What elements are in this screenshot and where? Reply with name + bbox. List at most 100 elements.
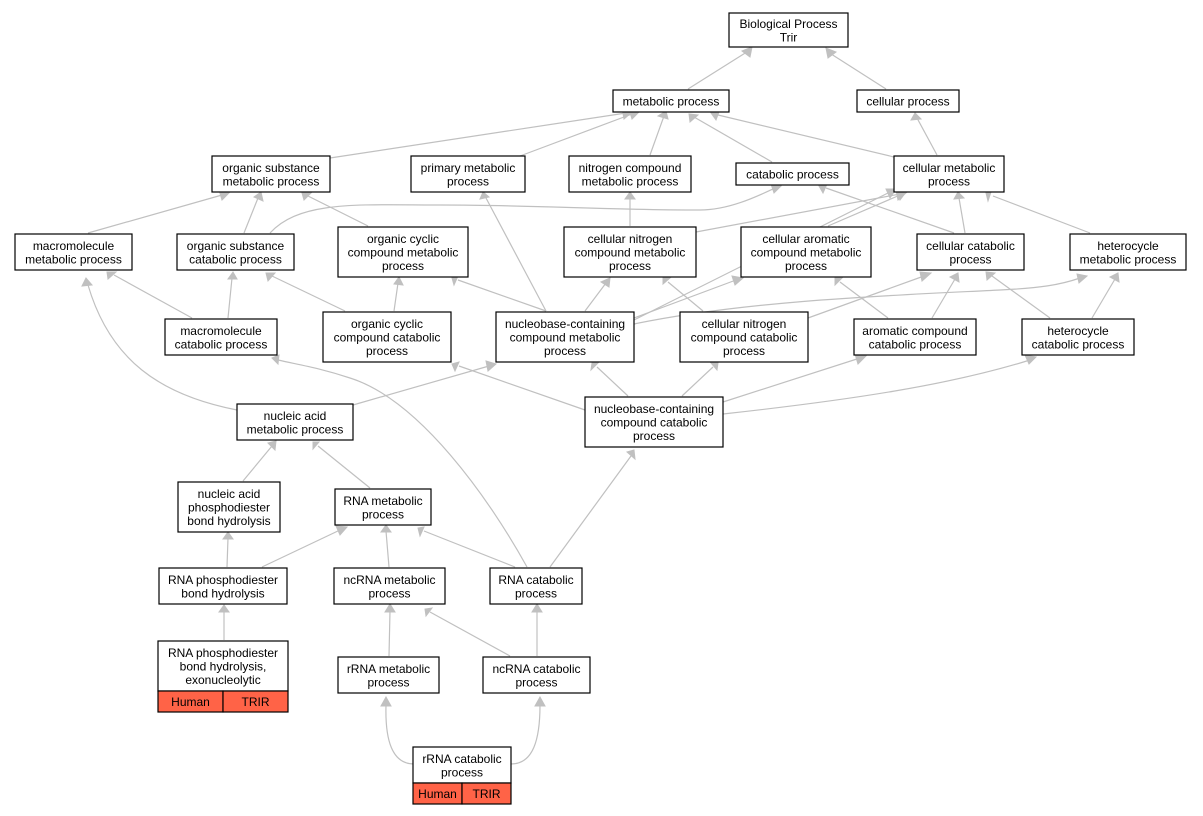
edge-arom_catab-to-cell_catab bbox=[931, 272, 960, 319]
term-box bbox=[482, 656, 591, 694]
edge-orgsub_catab-to-orgsub_metab bbox=[243, 191, 264, 234]
organism-tag-label: Human bbox=[418, 787, 457, 801]
edge-nb_catab-to-cellnitro_catab bbox=[681, 362, 719, 397]
term-label-line: catabolic process bbox=[189, 252, 282, 266]
edge-rrna_metab-to-ncrna_metab bbox=[384, 603, 396, 657]
term-label-line: compound metabolic bbox=[348, 246, 459, 260]
term-label-line: process bbox=[723, 344, 765, 358]
term-label-line: compound metabolic bbox=[751, 246, 862, 260]
term-label-line: catabolic process bbox=[869, 337, 962, 351]
edge-cellnitro_catab-to-cellnitro_metab bbox=[662, 277, 704, 312]
term-label-line: process bbox=[633, 429, 675, 443]
term-box bbox=[735, 162, 850, 186]
term-label-line: rRNA metabolic bbox=[347, 662, 430, 676]
term-label-line: organic cyclic bbox=[351, 317, 423, 331]
arrowhead-icon bbox=[81, 277, 94, 287]
arrowhead-icon bbox=[312, 441, 321, 451]
edge-nucacid_metab-to-nb_metab bbox=[352, 360, 498, 406]
edge-ncrna_catab-to-rna_catab bbox=[531, 603, 543, 656]
term-label-line: heterocycle bbox=[1047, 324, 1109, 338]
edge-nb_metab-to-orgcyc_metab bbox=[451, 275, 547, 312]
term-label-line: nucleic acid bbox=[264, 409, 327, 423]
arrowhead-icon bbox=[384, 603, 396, 613]
term-label-line: organic substance bbox=[187, 239, 285, 253]
term-box bbox=[568, 155, 692, 193]
term-label-line: aromatic compound bbox=[862, 324, 967, 338]
edge-macro_metab-to-orgsub_metab bbox=[87, 189, 232, 234]
edge-rna_catab-to-rna_metab bbox=[417, 526, 516, 568]
term-label-line: metabolic process bbox=[247, 422, 344, 436]
edge-prim_metab-to-metab bbox=[519, 108, 642, 157]
term-node-catab[interactable]: catabolic process bbox=[735, 162, 850, 186]
edge-orgsub_catab-to-catab bbox=[269, 183, 783, 234]
term-label-line: primary metabolic bbox=[421, 161, 516, 175]
term-label-line: metabolic process bbox=[1080, 252, 1177, 266]
term-label-line: exonucleolytic bbox=[185, 673, 260, 687]
term-label-line: cellular nitrogen bbox=[702, 317, 787, 331]
term-label-line: catabolic process bbox=[1032, 337, 1125, 351]
term-label-line: nucleobase-containing bbox=[505, 317, 625, 331]
organism-tag-cell bbox=[222, 690, 289, 713]
term-node-metab[interactable]: metabolic process bbox=[612, 89, 730, 113]
term-box bbox=[14, 233, 133, 271]
term-box bbox=[489, 567, 583, 605]
term-label-line: catabolic process bbox=[746, 168, 839, 182]
arrowhead-icon bbox=[825, 47, 838, 59]
term-label-line: RNA phosphodiester bbox=[168, 573, 278, 587]
term-node-cellproc[interactable]: cellular process bbox=[856, 89, 960, 113]
arrowhead-icon bbox=[335, 525, 349, 536]
arrowhead-icon bbox=[380, 695, 392, 707]
edge-hetero_catab-to-hetero_metab bbox=[1091, 272, 1120, 319]
term-label-line: phosphodiester bbox=[188, 501, 270, 515]
arrowhead-icon bbox=[985, 191, 992, 203]
arrowhead-icon bbox=[599, 277, 611, 288]
arrowhead-icon bbox=[271, 354, 280, 366]
term-box bbox=[211, 155, 331, 193]
arrowhead-icon bbox=[534, 695, 546, 707]
arrowhead-icon bbox=[709, 362, 719, 372]
arrowhead-icon bbox=[710, 111, 720, 122]
edge-rna_catab-to-macro_catab bbox=[271, 354, 528, 568]
term-label-line: Biological Process bbox=[739, 17, 837, 31]
edge-orgcyc_catab-to-orgsub_catab bbox=[265, 272, 346, 312]
term-label-line: catabolic process bbox=[175, 337, 268, 351]
organism-tag-label: Human bbox=[171, 695, 210, 709]
term-label-line: metabolic process bbox=[582, 174, 679, 188]
edge-macro_catab-to-macro_metab bbox=[106, 271, 193, 319]
term-box bbox=[728, 12, 849, 48]
term-box bbox=[584, 396, 724, 448]
edge-orgcyc_metab-to-orgsub_metab bbox=[301, 192, 369, 227]
term-label-line: process bbox=[447, 174, 489, 188]
term-box bbox=[158, 567, 288, 605]
term-label-line: process bbox=[544, 344, 586, 358]
